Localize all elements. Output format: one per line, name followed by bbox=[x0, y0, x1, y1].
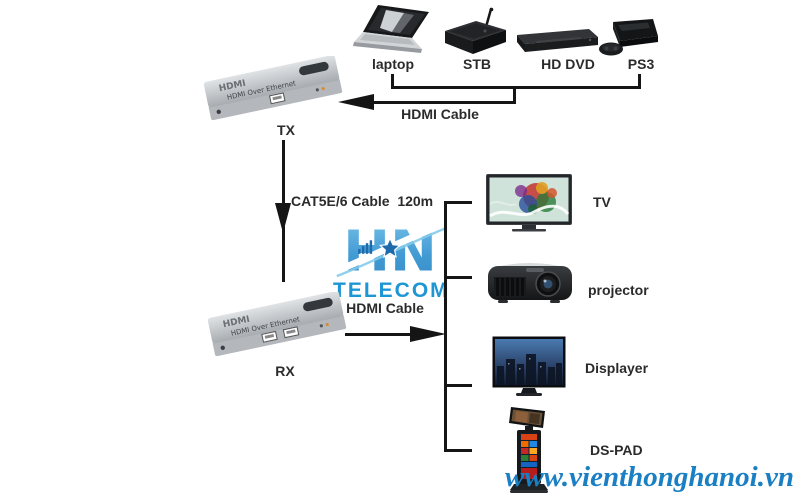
hd-dvd-label: HD DVD bbox=[541, 56, 595, 72]
bracket-drop-line bbox=[513, 86, 516, 104]
telecom-logo-text: TELECOM bbox=[333, 279, 450, 302]
branch-projector-line bbox=[444, 276, 472, 279]
game-console-icon bbox=[598, 16, 660, 58]
hdmi-cable-source-label: HDMI Cable bbox=[401, 106, 479, 122]
tv-icon bbox=[486, 174, 572, 236]
bracket-stub-laptop bbox=[391, 74, 394, 88]
tx-extender-icon: HDMI HDMI Over Ethernet bbox=[198, 56, 348, 120]
bracket-horizontal-line bbox=[391, 86, 641, 89]
tv-label: TV bbox=[593, 194, 611, 210]
projector-label: projector bbox=[588, 282, 649, 298]
hn-telecom-logo: HN bbox=[333, 220, 447, 278]
dspad-label: DS-PAD bbox=[590, 442, 643, 458]
set-top-box-icon bbox=[440, 6, 510, 58]
antenna-icon bbox=[358, 240, 373, 254]
hdmi-cable-display-label: HDMI Cable bbox=[346, 300, 424, 316]
bracket-stub-ps3 bbox=[638, 74, 641, 88]
arrowhead-down-icon bbox=[275, 203, 291, 233]
website-watermark: www.vienthonghanoi.vn bbox=[504, 461, 794, 493]
hdmi-display-cable-line bbox=[345, 333, 417, 336]
laptop-label: laptop bbox=[372, 56, 414, 72]
arrowhead-to-tx-icon bbox=[338, 94, 374, 110]
ps3-label: PS3 bbox=[627, 56, 655, 72]
star-icon bbox=[379, 236, 401, 258]
tx-label: TX bbox=[277, 122, 295, 138]
branch-displayer-line bbox=[444, 384, 472, 387]
dvd-player-icon bbox=[512, 26, 600, 56]
arrowhead-to-displays-icon bbox=[410, 326, 446, 342]
cat5e-cable-label: CAT5E/6 Cable 120m bbox=[291, 193, 434, 209]
display-bus-line bbox=[444, 202, 447, 452]
hdmi-source-cable-line bbox=[364, 101, 516, 104]
branch-tv-line bbox=[444, 201, 472, 204]
laptop-icon bbox=[352, 4, 442, 60]
kiosk-icon bbox=[504, 404, 554, 494]
projector-icon bbox=[486, 254, 574, 308]
rx-extender-icon: HDMI HDMI Over Ethernet bbox=[202, 292, 352, 356]
rx-label: RX bbox=[275, 363, 295, 379]
branch-dspad-line bbox=[444, 449, 472, 452]
stb-label: STB bbox=[463, 56, 491, 72]
displayer-label: Displayer bbox=[585, 360, 649, 376]
display-panel-icon bbox=[492, 336, 566, 400]
